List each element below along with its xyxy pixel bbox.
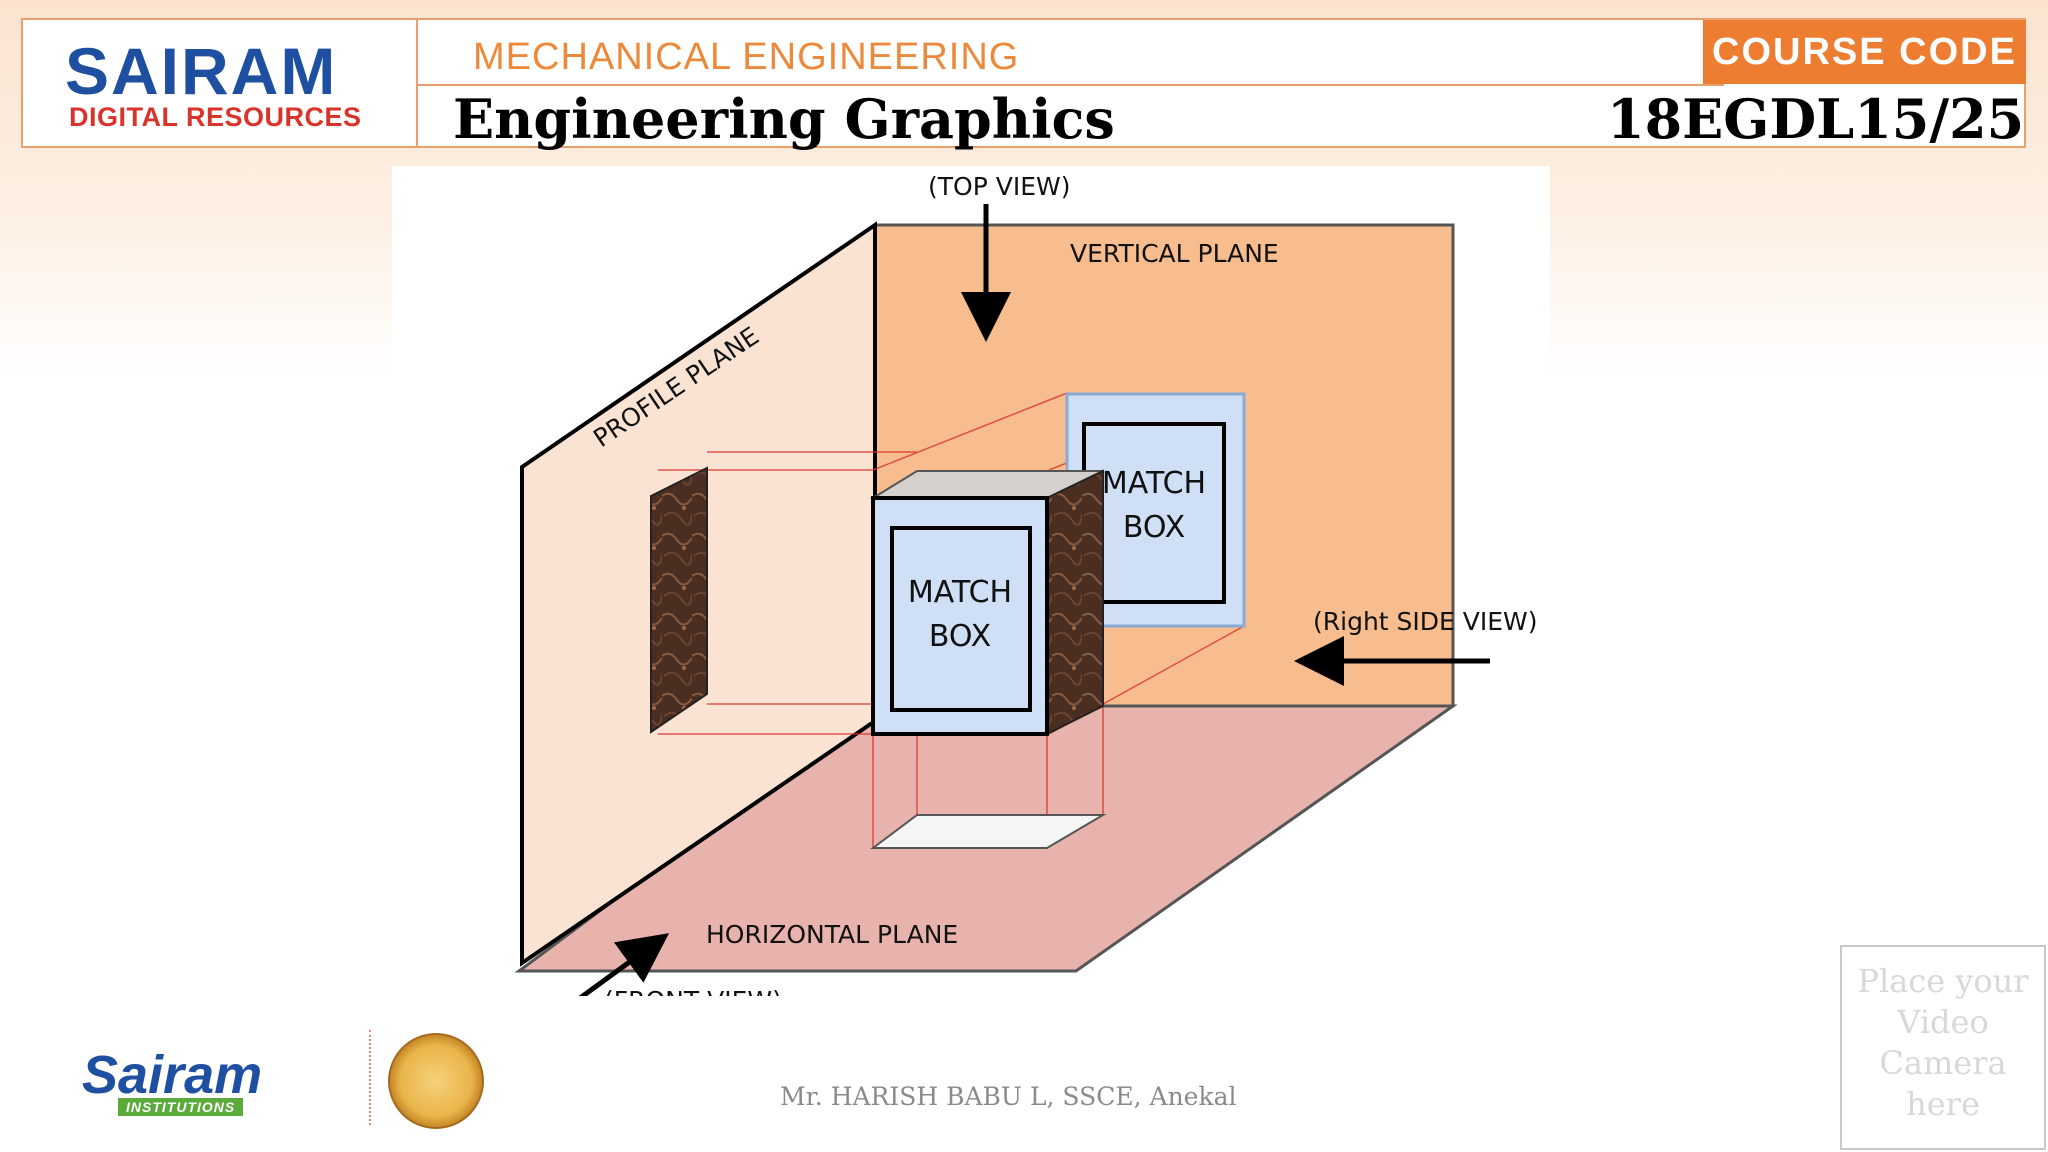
- horizontal-plane-label: HORIZONTAL PLANE: [706, 920, 958, 949]
- front-view-arrow: [578, 933, 670, 996]
- right-side-view-label: (Right SIDE VIEW): [1313, 607, 1538, 636]
- sairam-institutions-logo: Sairam INSTITUTIONS: [82, 1040, 362, 1120]
- course-code-label: COURSE CODE: [1703, 20, 2026, 84]
- vertical-plane-projection-inner: [1082, 422, 1226, 604]
- course-code-value: 18EGDL15/25: [1607, 87, 2025, 151]
- department-title: MECHANICAL ENGINEERING: [473, 36, 1020, 78]
- profile-plane-projection: [650, 466, 708, 734]
- match-box-label-line2: BOX: [929, 619, 991, 654]
- horizontal-plane-projection: [870, 814, 1107, 849]
- camera-placeholder-line: Camera: [1879, 1043, 2007, 1082]
- camera-placeholder-line: Video: [1897, 1002, 1989, 1041]
- front-view-label: (FRONT VIEW): [604, 986, 782, 996]
- slide-header: SAIRAM DIGITAL RESOURCES MECHANICAL ENGI…: [21, 18, 2026, 151]
- camera-placeholder-line: here: [1906, 1084, 1980, 1123]
- logo-main-text: SAIRAM: [65, 34, 338, 108]
- match-box-side: [1046, 469, 1104, 736]
- footer-credit: Mr. HARISH BABU L, SSCE, Anekal: [780, 1082, 1237, 1111]
- projection-diagram: MATCH BOX MATCH BOX (TOP VIEW) VERTICAL …: [392, 166, 1550, 996]
- top-view-label: (TOP VIEW): [928, 172, 1070, 201]
- brand-tag: INSTITUTIONS: [118, 1098, 244, 1116]
- vertical-plane-label: VERTICAL PLANE: [1070, 239, 1279, 268]
- projection-label-line1: MATCH: [1102, 466, 1206, 501]
- header-divider: [418, 84, 1724, 86]
- match-box-label-line1: MATCH: [908, 575, 1012, 610]
- camera-placeholder-line: Place your: [1857, 962, 2029, 1000]
- founder-seal-icon: [388, 1033, 484, 1129]
- video-camera-placeholder: Place your Video Camera here: [1840, 945, 2046, 1150]
- subject-title: Engineering Graphics: [453, 87, 1115, 151]
- logo-sub-text: DIGITAL RESOURCES: [69, 102, 362, 132]
- sairam-digital-logo: SAIRAM DIGITAL RESOURCES: [23, 20, 418, 146]
- brand-text: Sairam: [82, 1045, 263, 1105]
- projection-diagram-svg: MATCH BOX MATCH BOX (TOP VIEW) VERTICAL …: [514, 172, 1538, 996]
- footer-logo-divider: [369, 1030, 371, 1125]
- match-box-front-inner: [890, 526, 1032, 712]
- projection-label-line2: BOX: [1123, 510, 1185, 545]
